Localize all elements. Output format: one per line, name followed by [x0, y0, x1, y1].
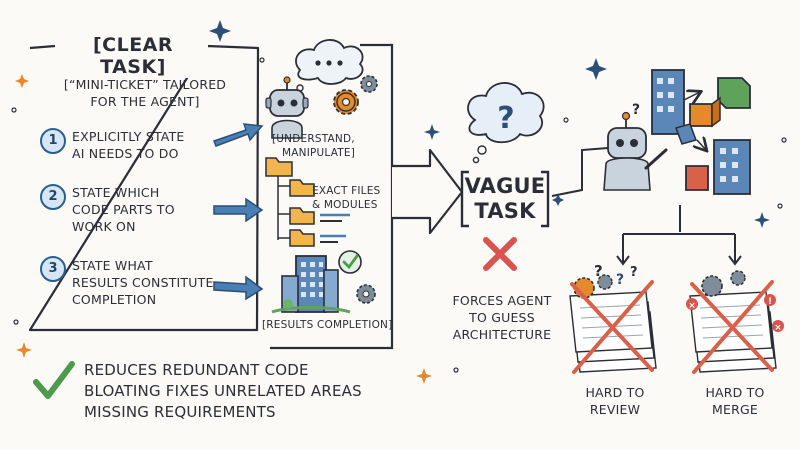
step-2-number: 2: [40, 184, 66, 210]
step-line: COMPLETION: [72, 292, 157, 307]
step-line: EXPLICITLY STATE: [72, 129, 185, 144]
step-line: STATE WHICH: [72, 185, 160, 200]
review-paper-stack-icon: ? ? ?: [569, 262, 657, 374]
vague-cross-icon: [483, 237, 517, 271]
step-line: WORK ON: [72, 219, 136, 234]
confused-robot-icon: ?: [603, 69, 751, 195]
building-icon: [271, 255, 351, 314]
hard-to-review-label: HARD TO REVIEW: [572, 384, 658, 418]
vague-to-robot-line: [551, 147, 609, 197]
benefit-line: REDUCES REDUNDANT CODE: [84, 361, 309, 379]
svg-text:?: ?: [632, 102, 640, 118]
forces-line: FORCES AGENT: [452, 293, 552, 308]
folder-tree-icon: [265, 157, 350, 247]
question-cloud-icon: ?: [467, 82, 545, 164]
thought-cloud-icon: [290, 39, 364, 99]
benefits-text: REDUCES REDUNDANT CODE BLOATING FIXES UN…: [84, 360, 404, 423]
step-line: AI NEEDS TO DO: [72, 146, 179, 161]
gear-icon: [333, 75, 378, 115]
small-gear-icon: [356, 284, 376, 304]
understand-label: [UNDERSTAND, MANIPULATE]: [272, 132, 392, 160]
step-arrows: [213, 123, 264, 301]
label-line: & MODULES: [312, 199, 378, 211]
label-line: EXACT FILES: [312, 185, 381, 197]
clear-task-box: [28, 44, 260, 332]
vague-line: VAGUE: [464, 174, 546, 198]
svg-text:?: ?: [630, 265, 638, 280]
svg-text:?: ?: [497, 101, 514, 136]
step-2-text: STATE WHICH CODE PARTS TO WORK ON: [72, 184, 222, 235]
label-line: [UNDERSTAND,: [272, 133, 355, 145]
benefit-line: BLOATING FIXES UNRELATED AREAS: [84, 382, 362, 400]
outcome-line: HARD TO: [585, 385, 645, 400]
files-label: EXACT FILES & MODULES: [312, 184, 396, 212]
forces-agent-text: FORCES AGENT TO GUESS ARCHITECTURE: [432, 292, 572, 343]
vague-left-bracket: [460, 170, 469, 228]
outcome-line: HARD TO: [705, 385, 765, 400]
forces-line: ARCHITECTURE: [452, 327, 552, 342]
results-label: [RESULTS COMPLETION]: [262, 319, 393, 331]
benefit-line: MISSING REQUIREMENTS: [84, 403, 276, 421]
check-circle-icon: [338, 250, 362, 274]
step-1-text: EXPLICITLY STATE AI NEEDS TO DO: [72, 128, 222, 162]
outcome-line: REVIEW: [589, 402, 641, 417]
subtitle-line: [“MINI-TICKET” TAILORED: [63, 77, 227, 92]
step-line: CODE PARTS TO: [72, 202, 175, 217]
doodle-dots: [11, 57, 787, 373]
svg-text:×: ×: [774, 323, 782, 333]
svg-text:?: ?: [616, 272, 624, 288]
step-3-number: 3: [40, 256, 66, 282]
step-line: RESULTS CONSTITUTE: [72, 275, 214, 290]
vague-right-bracket: [541, 170, 550, 228]
benefit-check-icon: [33, 361, 75, 399]
svg-text:?: ?: [594, 262, 603, 280]
step-1-number: 1: [40, 128, 66, 154]
svg-text:×: ×: [688, 301, 696, 311]
clear-task-subtitle: [“MINI-TICKET” TAILORED FOR THE AGENT]: [34, 76, 256, 110]
merge-paper-stack-icon: × ! ×: [686, 270, 784, 374]
sparkle-icon: [15, 20, 770, 384]
big-right-arrow: [392, 148, 464, 235]
outcome-line: MERGE: [712, 402, 758, 417]
step-line: STATE WHAT: [72, 258, 153, 273]
label-line: MANIPULATE]: [282, 147, 356, 159]
vague-task-label: VAGUE TASK: [464, 174, 546, 224]
vague-line: TASK: [474, 199, 536, 223]
step-3-text: STATE WHAT RESULTS CONSTITUTE COMPLETION: [72, 257, 224, 308]
subtitle-line: FOR THE AGENT]: [90, 94, 200, 109]
hard-to-merge-label: HARD TO MERGE: [692, 384, 778, 418]
svg-text:!: !: [768, 297, 772, 307]
outcome-fork: [622, 205, 736, 262]
clear-task-title: [CLEAR TASK]: [58, 34, 208, 78]
robot-icon: [265, 76, 309, 139]
forces-line: TO GUESS: [469, 310, 535, 325]
